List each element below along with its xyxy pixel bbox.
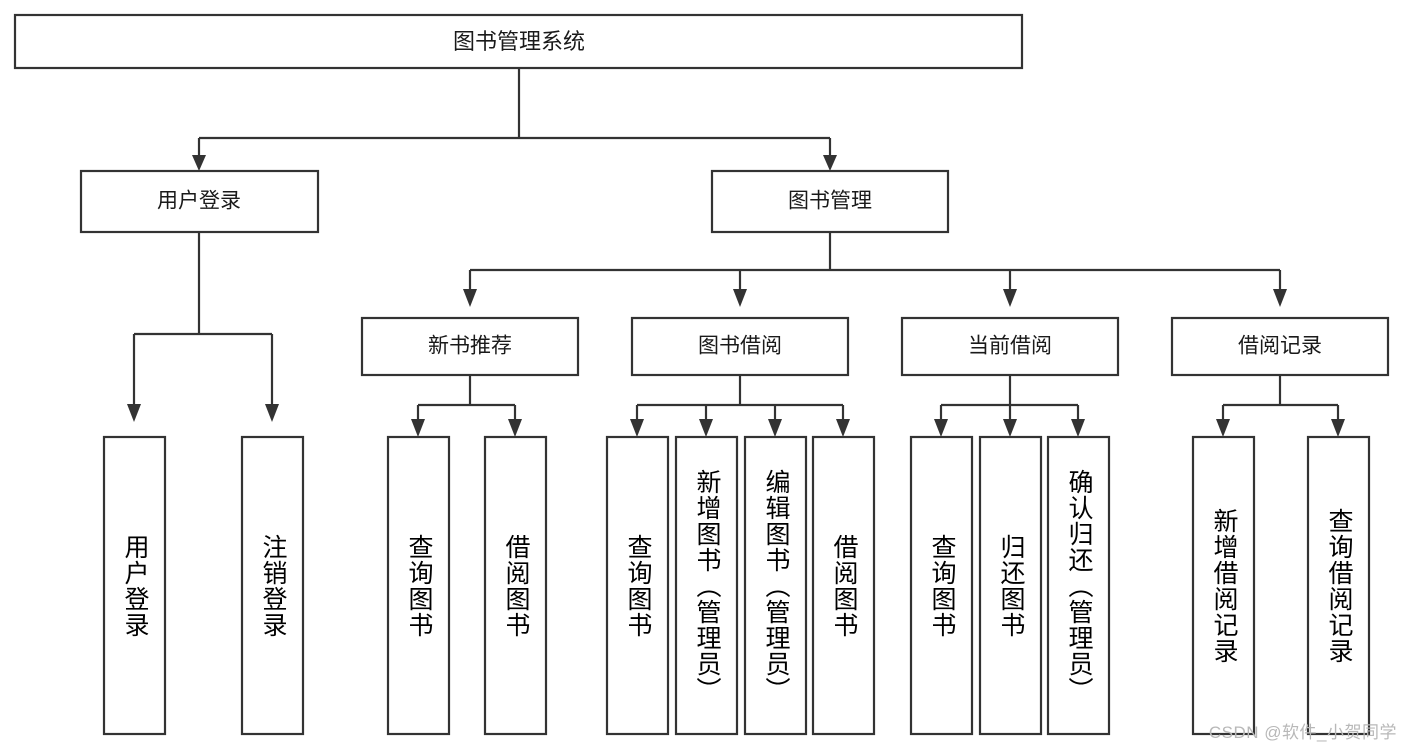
leaf-rect-borrow-book-1 xyxy=(483,435,548,736)
leaf-rect-add-record xyxy=(1191,435,1256,736)
leaf-rect-borrow-book-2 xyxy=(811,435,876,736)
leaf-rect-logout-login xyxy=(240,435,305,736)
node-new-book-recommend[interactable]: 新书推荐 xyxy=(360,316,580,377)
leaf-rects xyxy=(102,435,1371,736)
leaf-rect-return-book xyxy=(978,435,1043,736)
node-book-borrow-label: 图书借阅 xyxy=(698,335,782,358)
node-user-login-label: 用户登录 xyxy=(157,190,241,213)
leaf-rect-query-record xyxy=(1306,435,1371,736)
arrowhead-to-book-management xyxy=(823,155,837,171)
node-root[interactable]: 图书管理系统 xyxy=(13,13,1024,70)
watermark-text: CSDN @软件_小贺同学 xyxy=(1208,723,1397,742)
connector-book-management-to-level3 xyxy=(463,232,1287,307)
leaf-rect-query-book-3 xyxy=(909,435,974,736)
connector-user-login-to-leaves xyxy=(127,232,279,422)
node-current-borrow-label: 当前借阅 xyxy=(968,335,1052,358)
node-book-management-label: 图书管理 xyxy=(788,190,872,213)
arrowhead-to-user-login xyxy=(192,155,206,171)
node-current-borrow[interactable]: 当前借阅 xyxy=(900,316,1120,377)
leaf-rect-add-book xyxy=(674,435,739,736)
node-book-management[interactable]: 图书管理 xyxy=(710,169,950,234)
node-new-book-recommend-label: 新书推荐 xyxy=(428,335,512,358)
connector-new-book-recommend-to-leaves xyxy=(411,375,522,437)
node-book-borrow[interactable]: 图书借阅 xyxy=(630,316,850,377)
leaf-rect-edit-book xyxy=(743,435,808,736)
node-borrow-record[interactable]: 借阅记录 xyxy=(1170,316,1390,377)
node-borrow-record-label: 借阅记录 xyxy=(1238,335,1322,358)
connector-root-to-level2 xyxy=(197,68,832,157)
leaf-rect-user-login xyxy=(102,435,167,736)
node-root-label: 图书管理系统 xyxy=(453,29,585,54)
leaf-rect-query-book-2 xyxy=(605,435,670,736)
leaf-rect-confirm-return xyxy=(1046,435,1111,736)
connector-borrow-record-to-leaves xyxy=(1216,375,1345,437)
node-user-login[interactable]: 用户登录 xyxy=(79,169,320,234)
connector-current-borrow-to-leaves xyxy=(934,375,1085,437)
connector-book-borrow-to-leaves xyxy=(630,375,850,437)
leaf-rect-query-book-1 xyxy=(386,435,451,736)
